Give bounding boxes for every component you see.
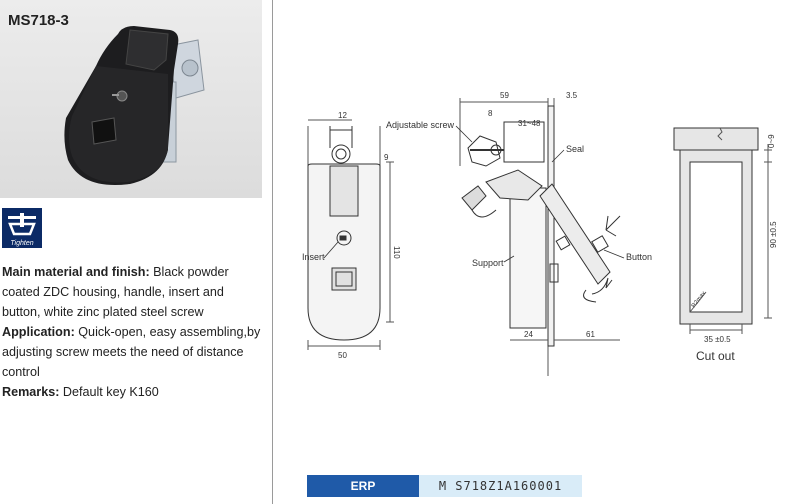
column-divider [272,0,273,504]
cutout-view [673,127,772,334]
product-photo: MS718-3 [0,0,262,198]
side-dim-3-5: 3.5 [566,91,578,100]
side-view [459,98,621,376]
application-text: Quick-open, easy assembling,by adjusting… [2,325,261,379]
svg-text:Tighten: Tighten [10,240,33,247]
front-dim-9: 9 [384,153,389,162]
side-label-adjustable-screw: Adjustable screw [386,120,455,130]
front-view [307,119,394,350]
front-label-insert: Insert [302,252,325,262]
product-panel: MS718-3 Tighten Main material and finish… [0,0,272,504]
latch-photo-illustration [64,26,205,185]
erp-bar: ERP M S718Z1A160001 [307,475,582,497]
product-model: MS718-3 [8,12,69,29]
side-dim-59: 59 [500,91,509,100]
side-label-support: Support [472,258,504,268]
remarks-label: Remarks: [2,385,60,399]
side-dim-24: 24 [524,330,533,339]
erp-label: ERP [307,475,419,497]
cutout-label: Cut out [696,349,735,363]
front-dim-110: 110 [392,246,401,259]
application-label: Application: [2,325,75,339]
front-dim-50: 50 [338,351,347,360]
side-label-button: Button [626,252,652,262]
material-label: Main material and finish: [2,265,150,279]
cutout-dim-35: 35 ±0.5 [704,335,731,344]
erp-code: M S718Z1A160001 [419,475,582,497]
remarks-text: Default key K160 [59,385,159,399]
technical-drawing: 12 9 110 50 Insert 59 3.5 8 31~48 Adjust… [302,91,778,376]
cutout-dim-0-9: 0~9 [767,134,776,148]
application-paragraph: Application: Quick-open, easy assembling… [2,322,264,382]
front-dim-12: 12 [338,111,347,120]
material-paragraph: Main material and finish: Black powder c… [2,262,264,322]
remarks-paragraph: Remarks: Default key K160 [2,382,264,402]
product-description: Main material and finish: Black powder c… [2,262,264,402]
side-dim-8: 8 [488,109,493,118]
cutout-dim-90: 90 ±0.5 [769,221,778,248]
tighten-icon: Tighten [2,208,42,248]
material-text: Black powder coated ZDC housing, handle,… [2,265,229,319]
side-dim-31-48: 31~48 [518,119,541,128]
side-label-seal: Seal [566,144,584,154]
side-dim-61: 61 [586,330,595,339]
